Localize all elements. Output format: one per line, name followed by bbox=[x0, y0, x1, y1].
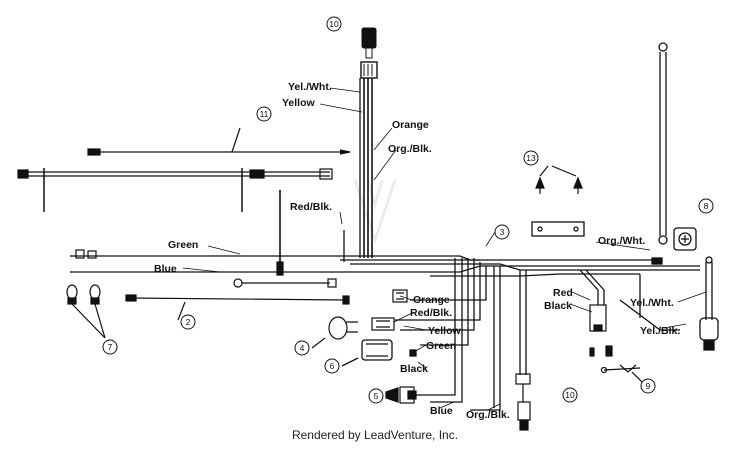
callout-7: 7 bbox=[108, 342, 113, 352]
callout-circle-8 bbox=[698, 198, 714, 214]
main-harness bbox=[70, 78, 713, 411]
bracket-plate bbox=[531, 221, 585, 237]
callout-circle-2 bbox=[180, 314, 196, 330]
callout-11: 11 bbox=[260, 109, 269, 119]
connector-5 bbox=[385, 386, 440, 404]
label-blue-bottom: Blue bbox=[430, 405, 453, 417]
solenoid-8 bbox=[673, 227, 697, 251]
callout-10-top: 10 bbox=[329, 19, 339, 29]
label-org-blk-top: Org./Blk. bbox=[388, 143, 432, 155]
watermark-logo bbox=[353, 179, 397, 245]
callout-circle-10-top bbox=[326, 16, 342, 32]
label-black-right: Black bbox=[544, 300, 572, 312]
leader-lines bbox=[182, 87, 707, 411]
right-tail bbox=[651, 256, 719, 351]
callout-6: 6 bbox=[330, 361, 335, 371]
label-orange-top: Orange bbox=[392, 119, 429, 131]
label-green-mid: Green bbox=[426, 340, 456, 352]
label-red-right: Red bbox=[553, 287, 573, 299]
callout-circle-6 bbox=[324, 358, 340, 374]
callout-circle-11 bbox=[256, 106, 272, 122]
callout-circle-5 bbox=[368, 388, 384, 404]
footer-credit: Rendered by LeadVenture, Inc. bbox=[291, 428, 459, 442]
callout-circle-4 bbox=[294, 340, 310, 356]
callout-circle-10-bottom bbox=[562, 387, 578, 403]
callout-circle-3 bbox=[494, 224, 510, 240]
label-yellow-mid: Yellow bbox=[428, 325, 462, 337]
callout-circles bbox=[102, 16, 714, 404]
switch-4 bbox=[311, 316, 358, 349]
label-yellow-top: Yellow bbox=[282, 97, 316, 109]
ignition-plug-top bbox=[360, 27, 378, 79]
cable-11 bbox=[17, 127, 351, 212]
label-org-blk-bottom: Org./Blk. bbox=[466, 409, 510, 421]
battery-cable bbox=[658, 42, 668, 245]
red-black-connector bbox=[589, 304, 613, 357]
label-yel-wht-top: Yel./Wht. bbox=[288, 81, 332, 93]
middle-connectors bbox=[371, 289, 408, 331]
callout-3: 3 bbox=[500, 227, 505, 237]
callout-numbers: 10 11 13 3 8 2 7 4 6 5 10 9 bbox=[108, 19, 709, 401]
label-org-wht-right: Org./Wht. bbox=[598, 235, 645, 247]
label-blue-left: Blue bbox=[154, 263, 177, 275]
label-orange-mid: Orange bbox=[413, 294, 450, 306]
label-black-mid: Black bbox=[400, 363, 428, 375]
label-yel-blk-right: Yel./Blk. bbox=[640, 325, 680, 337]
clips-13 bbox=[535, 165, 583, 194]
callout-2: 2 bbox=[186, 317, 191, 327]
label-red-blk-top: Red/Blk. bbox=[290, 201, 332, 213]
callout-4: 4 bbox=[300, 343, 305, 353]
callout-9: 9 bbox=[646, 381, 651, 391]
label-red-blk-mid: Red/Blk. bbox=[410, 307, 452, 319]
callout-circle-7 bbox=[102, 339, 118, 355]
left-connectors bbox=[75, 190, 284, 276]
sensor-9 bbox=[600, 364, 643, 383]
callout-8: 8 bbox=[704, 201, 709, 211]
label-green-left: Green bbox=[168, 239, 198, 251]
lamp-assembly-7 bbox=[66, 284, 106, 339]
ignition-plug-bottom bbox=[515, 373, 531, 431]
cable-2 bbox=[125, 294, 350, 321]
callout-10-bottom: 10 bbox=[565, 390, 575, 400]
callout-5: 5 bbox=[374, 391, 379, 401]
callout-13: 13 bbox=[526, 153, 536, 163]
wire-labels: Yel./Wht. Yellow Orange Org./Blk. Red/Bl… bbox=[154, 81, 680, 421]
ground-cable bbox=[233, 278, 337, 288]
callout-circle-9 bbox=[640, 378, 656, 394]
callout-circle-13 bbox=[523, 150, 539, 166]
label-yel-wht-right: Yel./Wht. bbox=[630, 297, 674, 309]
module-6 bbox=[341, 339, 417, 367]
